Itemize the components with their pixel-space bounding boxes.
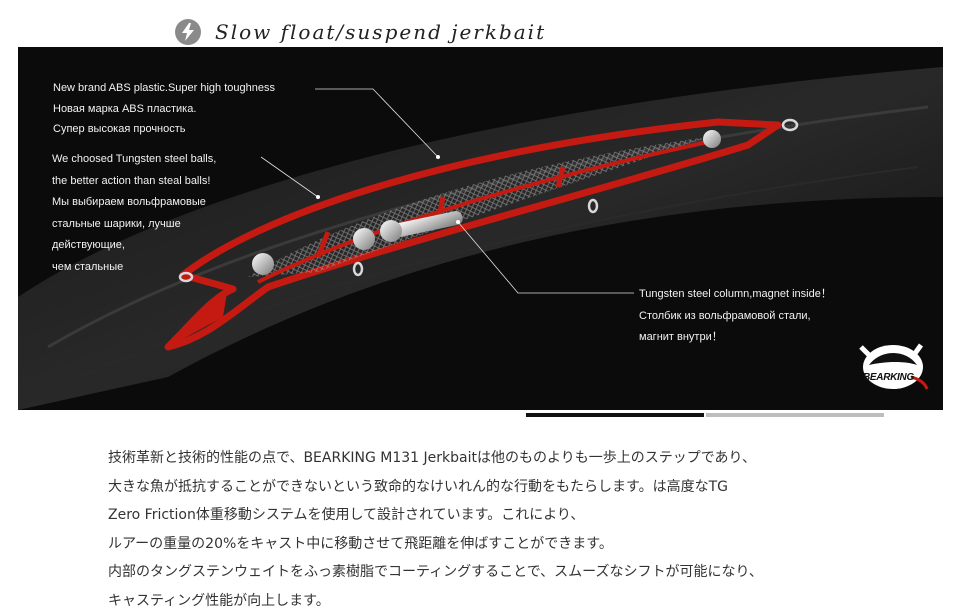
description-line: キャスティング性能が向上します。	[108, 592, 330, 609]
lightning-bolt-icon	[175, 19, 201, 45]
description-line: 内部のタングステンウェイトをふっ素樹脂でコーティングすることで、スムーズなシフト…	[108, 564, 763, 581]
annotation-line: Мы выбираем вольфрамовые	[52, 196, 206, 208]
section-header: Slow float/suspend jerkbait	[175, 14, 546, 50]
annotation-line: the better action than steal balls!	[52, 174, 211, 187]
slide-indicator-active[interactable]	[526, 413, 704, 417]
annotation-line: Tungsten steel column,magnet inside！	[639, 288, 832, 300]
description-line: 大きな魚が抵抗することができないという致命的なけいれん的な行動をもたらします。は…	[108, 478, 728, 495]
tungsten-column-annotation: Tungsten steel column,magnet inside！ Сто…	[639, 284, 832, 349]
bearking-logo: BEARKING	[851, 337, 935, 399]
annotation-line: Столбик из вольфрамовой стали,	[639, 309, 811, 322]
product-description: 技術革新と技術的性能の点で、BEARKING M131 Jerkbaitは他のも…	[108, 444, 928, 616]
abs-plastic-annotation: New brand ABS plastic.Super high toughne…	[53, 78, 275, 140]
description-line: ルアーの重量の20%をキャスト中に移動させて飛距離を伸ばすことができます。	[108, 535, 613, 552]
annotation-line: действующие,	[52, 239, 125, 251]
annotation-line: Новая марка ABS пластика.	[53, 102, 197, 115]
slide-indicator-inactive[interactable]	[706, 413, 884, 417]
annotation-line: We choosed Tungsten steel balls,	[52, 153, 217, 165]
lure-illustration	[18, 67, 943, 410]
annotation-line: стальные шарики, лучше	[52, 217, 181, 230]
section-title: Slow float/suspend jerkbait	[215, 20, 547, 44]
annotation-line: чем стальные	[52, 260, 124, 273]
description-line: 技術革新と技術的性能の点で、BEARKING M131 Jerkbaitは他のも…	[108, 450, 756, 466]
annotation-line: New brand ABS plastic.Super high toughne…	[53, 82, 275, 94]
annotation-line: Супер высокая прочность	[53, 123, 186, 135]
logo-text: BEARKING	[863, 372, 914, 383]
product-xray-image: New brand ABS plastic.Super high toughne…	[18, 47, 943, 410]
description-line: Zero Friction体重移動システムを使用して設計されています。これにより…	[108, 507, 585, 524]
tungsten-balls-annotation: We choosed Tungsten steel balls, the bet…	[52, 149, 216, 278]
annotation-line: магнит внутри！	[639, 331, 723, 343]
